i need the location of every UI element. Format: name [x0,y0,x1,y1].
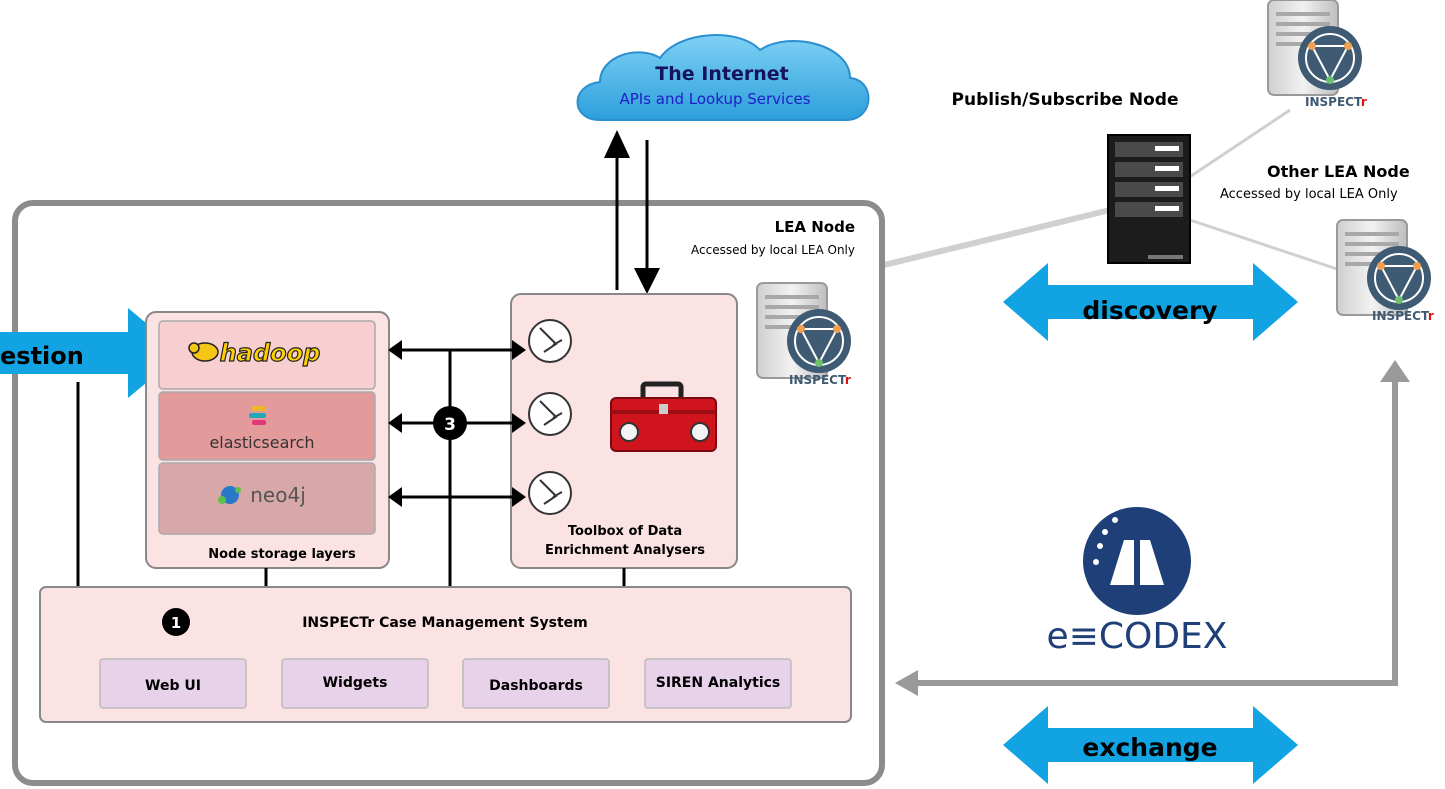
hadoop-elephant-icon [188,342,219,362]
ingestion-arrow [0,308,182,398]
internet-subtitle: APIs and Lookup Services [619,90,810,108]
badge-3-label: 3 [444,415,456,435]
pubsub-to-remote-link [1184,108,1291,182]
arrowhead-left-1 [388,340,402,360]
lea-node-subtitle: Accessed by local LEA Only [691,243,855,257]
internet-title: The Internet [655,63,788,85]
hadoop-tile [158,320,376,390]
exchange-link-line [915,382,1398,686]
discovery-double-arrow [1003,263,1298,341]
badge-3 [433,406,467,440]
arrowhead-right-2 [512,413,526,433]
up-arrow-icon [604,130,630,158]
dashboards-label: Dashboards [489,678,583,694]
web-ui-module [99,658,247,709]
badge-1-label: 1 [171,614,181,632]
other-lea-subtitle: Accessed by local LEA Only [1220,187,1398,202]
local-inspectr-logo-text: INSPECTr [789,373,851,387]
toolbox-caption-line1: Toolbox of Data [568,524,682,539]
lea-node-frame [12,200,885,786]
pubsub-title: Publish/Subscribe Node [952,90,1179,110]
badge-1 [162,608,190,636]
remote-inspectr-server-icon [1267,0,1363,96]
arrowhead-right-3 [512,487,526,507]
toolbox-caption-line2: Enrichment Analysers [545,543,705,558]
pubsub-server-icon [1107,134,1191,264]
widgets-label: Widgets [323,675,388,691]
siren-analytics-label: SIREN Analytics [656,675,781,691]
dashboards-module [462,658,610,709]
neo4j-logo-icon [218,486,241,504]
analyser-icon-2 [528,392,572,436]
elasticsearch-tile [158,391,376,461]
elasticsearch-label: elasticsearch [209,433,314,452]
analyser-icon-3 [528,471,572,515]
down-arrow-icon [634,268,660,294]
toolbox-icon [610,381,717,452]
exchange-label: exchange [1082,733,1217,762]
exchange-link-up-arrowhead [1380,360,1410,382]
lea-to-pubsub-link [883,207,1111,268]
internet-cloud [576,34,870,121]
ingestion-label: estion [0,342,84,370]
exchange-link-left-arrowhead [895,670,918,696]
other-lea-title: Other LEA Node [1267,162,1410,181]
exchange-double-arrow [1003,706,1298,784]
discovery-label: discovery [1082,296,1217,325]
ecodex-emblem-icon [1083,507,1191,615]
other-lea-inspectr-logo-text: INSPECTr [1372,309,1434,323]
storage-caption: Node storage layers [208,547,356,562]
pubsub-to-other-lea-link [1189,218,1341,272]
widgets-module [281,658,429,709]
cms-title: INSPECTr Case Management System [302,615,588,631]
local-inspectr-server-icon [756,282,852,379]
arrowhead-left-2 [388,413,402,433]
analyser-icon-1 [528,319,572,363]
siren-analytics-module [644,658,792,709]
lea-node-title: LEA Node [775,218,855,236]
ecodex-text: e≡CODEX [1047,616,1228,657]
neo4j-label: neo4j [250,483,306,507]
other-lea-server-icon [1336,219,1432,316]
neo4j-tile [158,462,376,535]
web-ui-label: Web UI [145,678,201,694]
elasticsearch-logo-icon [249,406,266,425]
arrowhead-left-3 [388,487,402,507]
arrowhead-right-1 [512,340,526,360]
hadoop-label: hadoop [220,339,321,367]
remote-inspectr-logo-text: INSPECTr [1305,95,1367,109]
